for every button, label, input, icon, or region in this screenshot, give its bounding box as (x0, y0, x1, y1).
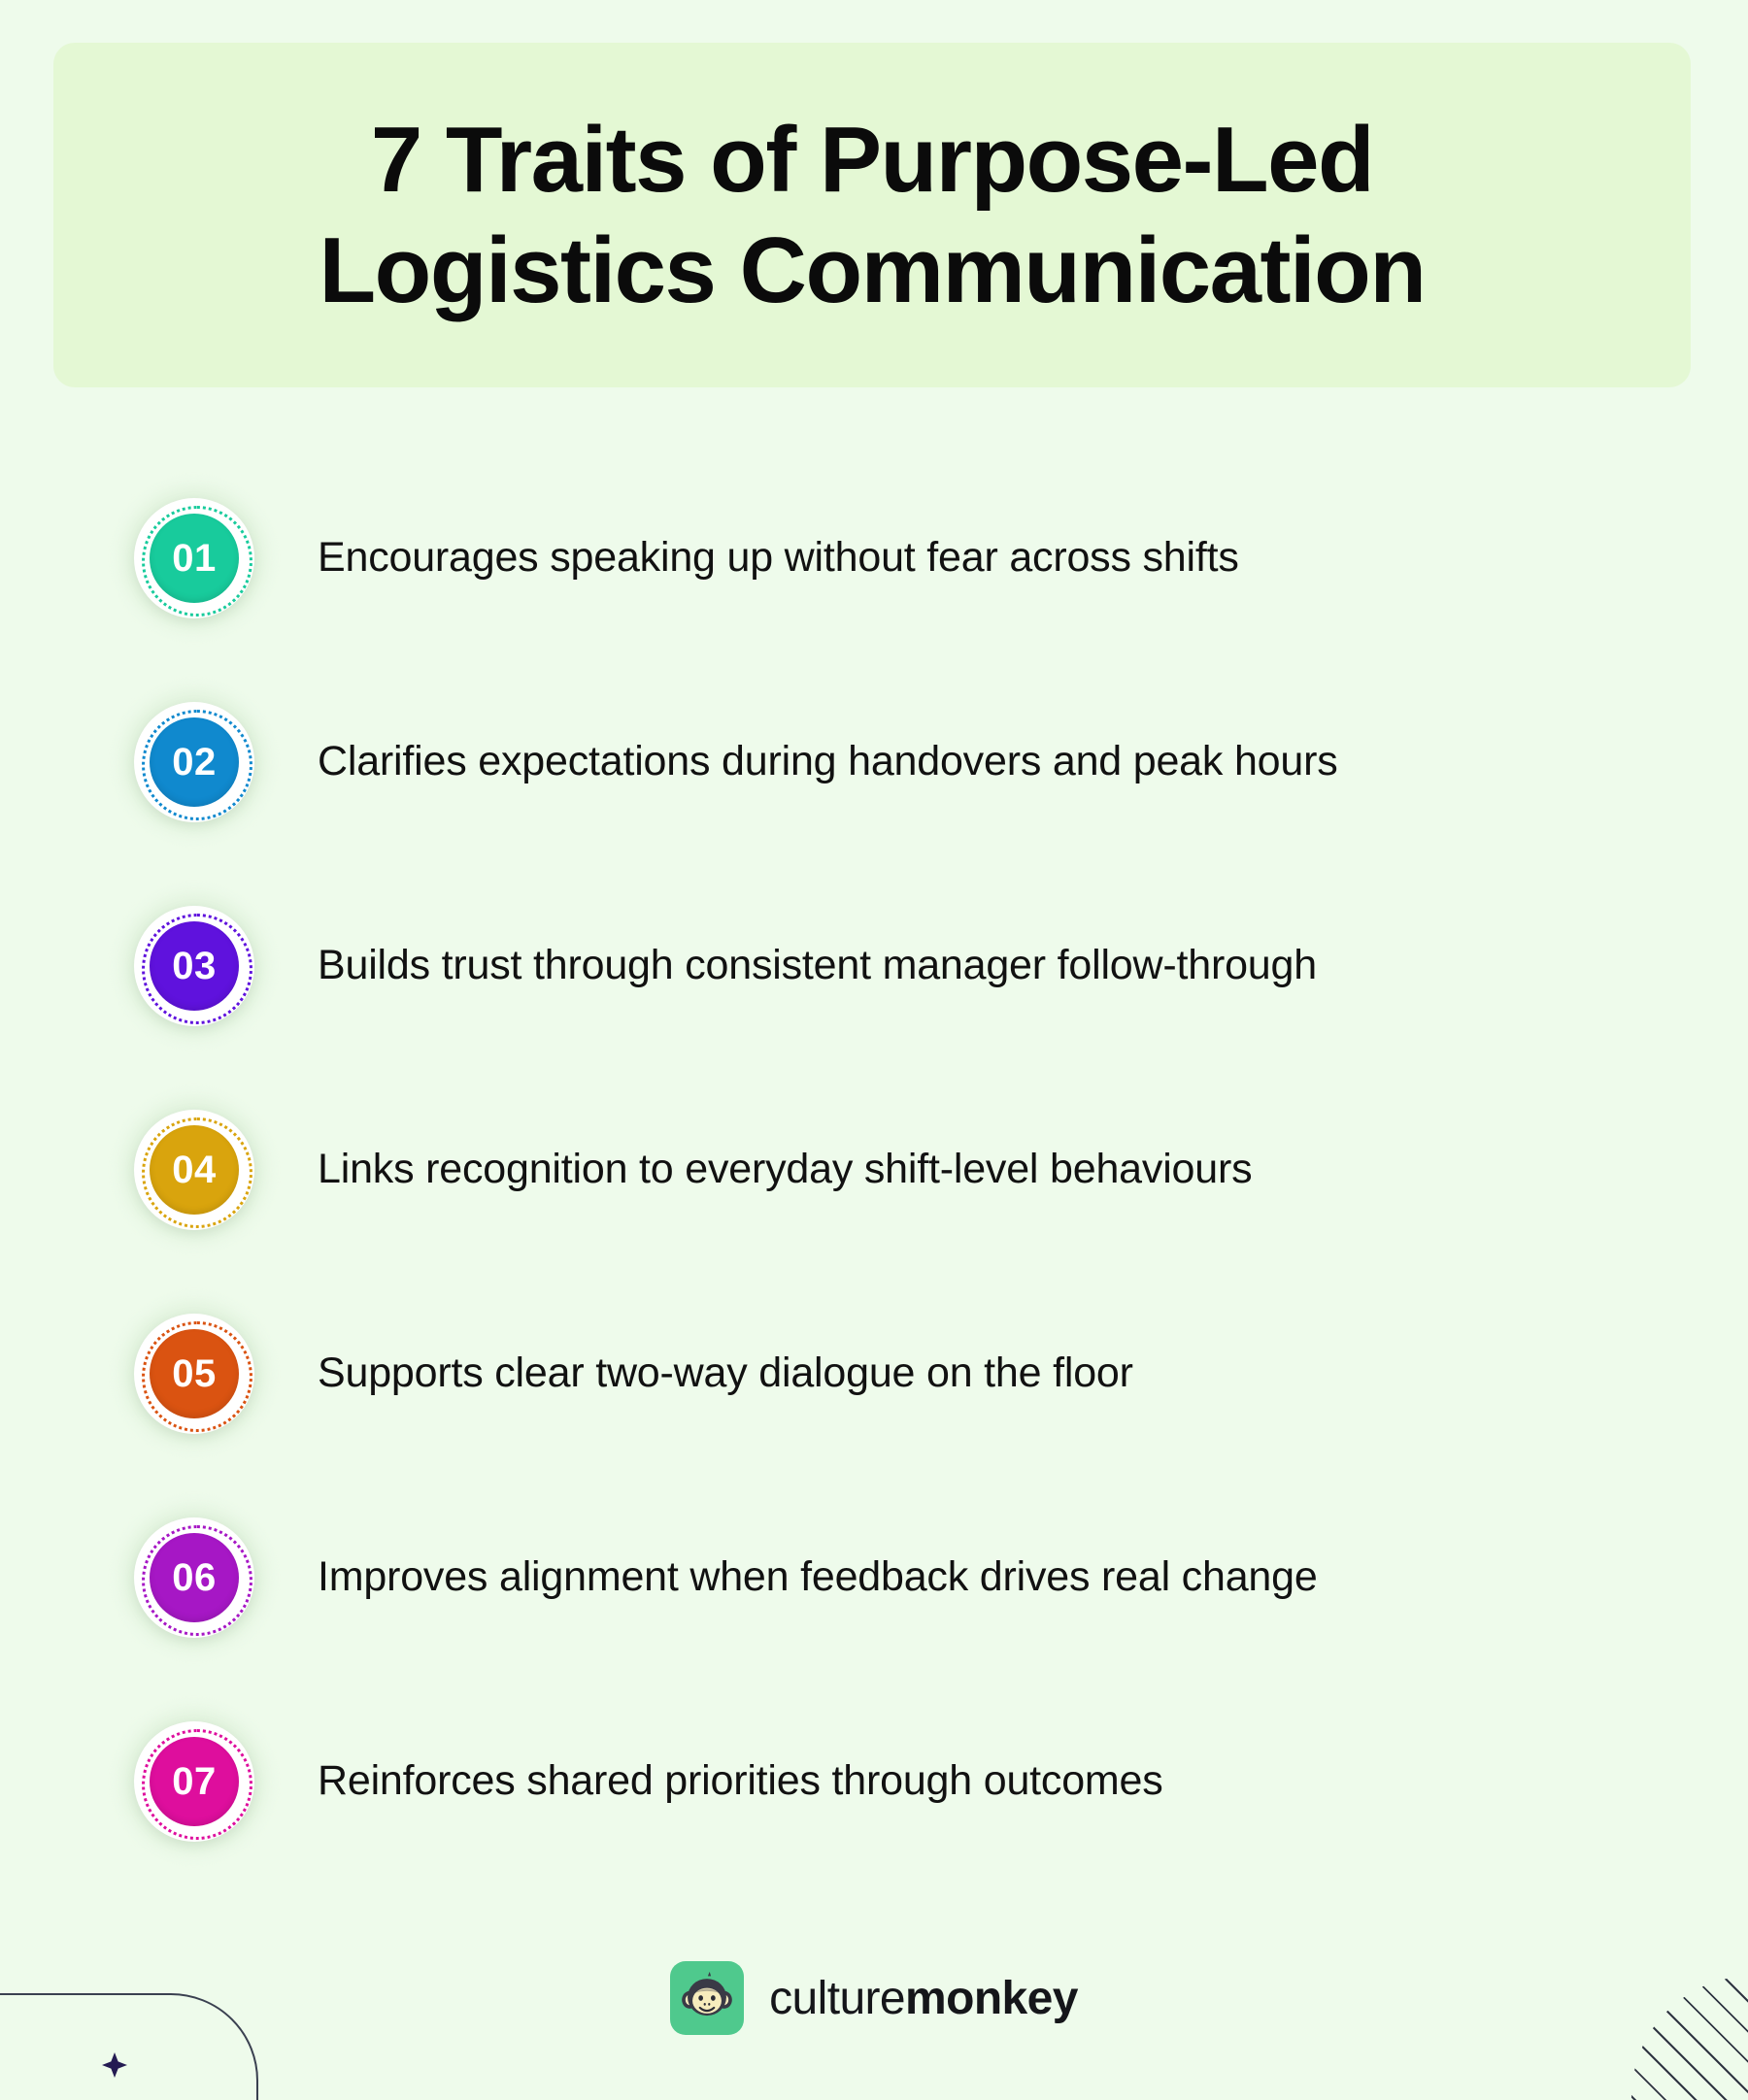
badge-disc: 06 (150, 1533, 239, 1622)
trait-text: Improves alignment when feedback drives … (318, 1553, 1318, 1601)
traits-list: 01 Encourages speaking up without fear a… (0, 456, 1748, 1883)
badge-dotted-ring (142, 1117, 252, 1228)
brand-culture: culture (769, 1972, 906, 2024)
trait-number: 04 (172, 1149, 217, 1191)
trait-number: 03 (172, 945, 217, 987)
trait-badge-01: 01 (92, 456, 296, 660)
badge-dotted-ring (142, 914, 252, 1024)
trait-text: Links recognition to everyday shift-leve… (318, 1146, 1253, 1193)
title-card: 7 Traits of Purpose-Led Logistics Commun… (53, 43, 1691, 387)
trait-badge-03: 03 (92, 864, 296, 1068)
monkey-face-icon (670, 1961, 745, 2035)
trait-text: Encourages speaking up without fear acro… (318, 534, 1239, 582)
badge-dotted-ring (142, 506, 252, 617)
badge-dotted-ring (142, 710, 252, 820)
badge-disc: 01 (150, 514, 239, 603)
trait-number: 02 (172, 741, 217, 783)
badge-dotted-ring (142, 1321, 252, 1432)
badge-disc: 04 (150, 1125, 239, 1215)
trait-number: 05 (172, 1352, 217, 1395)
badge-disc: 07 (150, 1737, 239, 1826)
badge-dotted-ring (142, 1729, 252, 1840)
trait-number: 06 (172, 1556, 217, 1599)
trait-badge-06: 06 (92, 1476, 296, 1680)
list-item: 01 Encourages speaking up without fear a… (0, 456, 1748, 660)
badge-dotted-ring (142, 1525, 252, 1636)
trait-text: Reinforces shared priorities through out… (318, 1757, 1163, 1805)
trait-number: 07 (172, 1760, 217, 1803)
trait-badge-04: 04 (92, 1068, 296, 1272)
trait-text: Builds trust through consistent manager … (318, 942, 1317, 989)
trait-number: 01 (172, 537, 217, 580)
badge-disc: 05 (150, 1329, 239, 1418)
trait-text: Clarifies expectations during handovers … (318, 738, 1338, 785)
page-title: 7 Traits of Purpose-Led Logistics Commun… (319, 108, 1427, 322)
list-item: 07 Reinforces shared priorities through … (0, 1680, 1748, 1883)
badge-disc: 03 (150, 921, 239, 1011)
trait-badge-05: 05 (92, 1272, 296, 1476)
list-item: 04 Links recognition to everyday shift-l… (0, 1068, 1748, 1272)
list-item: 02 Clarifies expectations during handove… (0, 660, 1748, 864)
brand-monkey: monkey (905, 1972, 1078, 2024)
curve-decoration (0, 1993, 258, 2100)
trait-badge-02: 02 (92, 660, 296, 864)
badge-disc: 02 (150, 717, 239, 807)
list-item: 06 Improves alignment when feedback driv… (0, 1476, 1748, 1680)
list-item: 05 Supports clear two-way dialogue on th… (0, 1272, 1748, 1476)
footer-brand: culturemonkey (0, 1961, 1748, 2035)
trait-text: Supports clear two-way dialogue on the f… (318, 1350, 1133, 1397)
brand-wordmark: culturemonkey (769, 1972, 1078, 2025)
trait-badge-07: 07 (92, 1680, 296, 1883)
list-item: 03 Builds trust through consistent manag… (0, 864, 1748, 1068)
